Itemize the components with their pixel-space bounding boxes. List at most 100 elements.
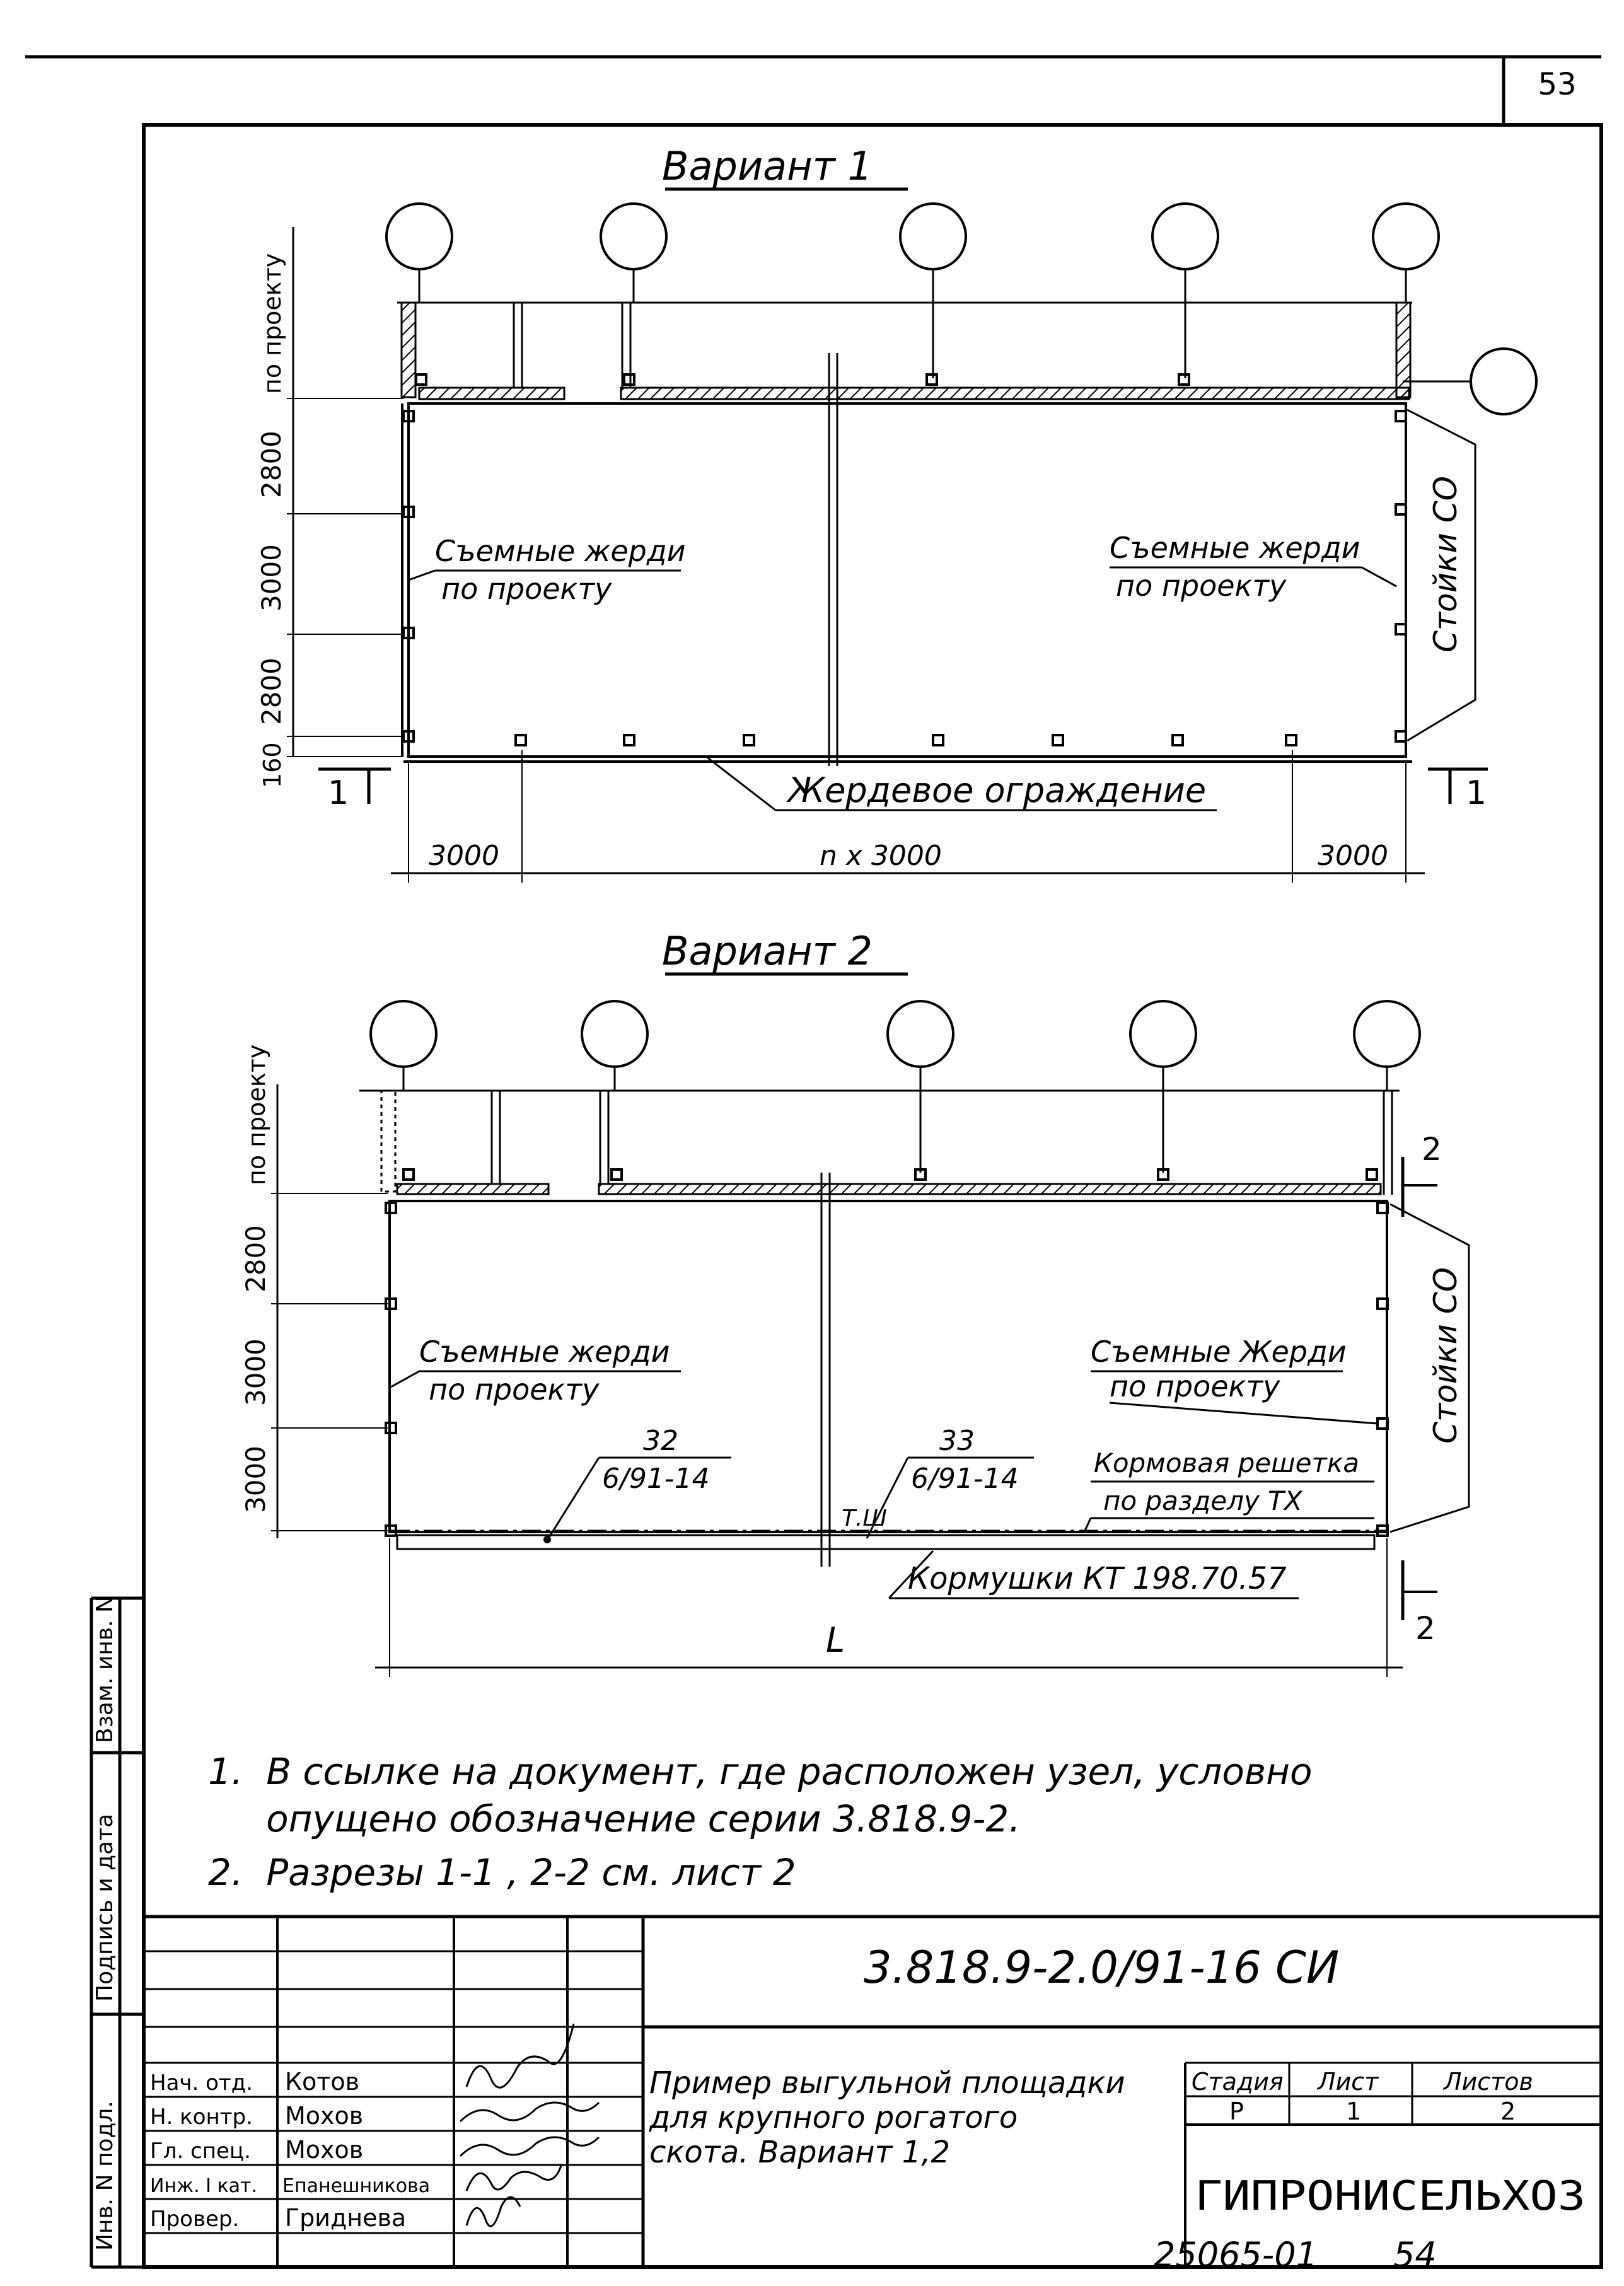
label-posts-co: Стойки СО <box>1427 476 1464 653</box>
dim-2800-b: 2800 <box>256 658 287 725</box>
fence-post <box>402 410 415 422</box>
doc-code: 3.818.9-2.0/91-16 СИ <box>864 1942 1339 1993</box>
fence-post <box>623 373 635 386</box>
fence-post <box>1171 734 1184 746</box>
side-stamp-inv-no: Инв. N подл. <box>92 2101 118 2251</box>
axis-circle <box>369 1000 438 1068</box>
building-wall-hatched <box>598 1183 1382 1195</box>
node-33-number: 33 <box>939 1425 975 1457</box>
leader-line <box>390 1370 420 1388</box>
role-name: Гриднева <box>285 2204 406 2232</box>
role-label: Н. контр. <box>150 2104 253 2130</box>
dim-L: L <box>826 1620 845 1660</box>
role-label: Гл. спец. <box>150 2138 251 2164</box>
fence-post <box>925 373 938 386</box>
label-removable-rails-left-2: по проекту <box>441 572 612 606</box>
fence-post <box>1052 734 1064 746</box>
building-wall-hatched <box>620 386 1410 400</box>
leader-line <box>1083 1517 1092 1533</box>
sheet-description: Пример выгульной площадки <box>649 2065 1125 2101</box>
node-33-leader <box>866 1457 909 1539</box>
title-block: 3.818.9-2.0/91-16 СИ Нач. отд. Котов Н. … <box>144 1915 1601 2267</box>
fence-post <box>1157 1168 1169 1181</box>
dim-3000: 3000 <box>256 544 287 612</box>
dim-bottom-left: 3000 <box>429 840 499 872</box>
page-number: 53 <box>1538 67 1576 102</box>
label-posts-co: Стойки СО <box>1427 1267 1464 1444</box>
axis-circle <box>899 202 967 270</box>
node-32-mark <box>543 1536 551 1543</box>
section-marker-label: 1 <box>328 774 349 812</box>
sheet-description: для крупного рогатого <box>649 2100 1018 2135</box>
fence-post <box>1376 1297 1389 1310</box>
dim-project: по проекту <box>258 253 286 394</box>
paddock-outline <box>388 1200 1388 1533</box>
fence-post <box>514 734 527 746</box>
fence-post <box>402 506 415 518</box>
fence-post <box>623 734 635 746</box>
node-tsh-label: Т.Ш <box>842 1506 887 1531</box>
leader-line <box>1109 1401 1378 1425</box>
note-line: 2. Разрезы 1-1 , 2-2 см. лист 2 <box>208 1851 796 1894</box>
label-fence: Жердевое ограждение <box>786 770 1206 810</box>
feeders-row <box>396 1534 1376 1550</box>
drawing-frame <box>142 123 1603 2269</box>
end-wall-right <box>1395 301 1412 398</box>
label-removable-rails-right: Съемные Жерди <box>1091 1335 1347 1369</box>
role-name: Епанешникова <box>282 2175 430 2197</box>
axis-circle <box>581 1000 649 1068</box>
posts-bracket <box>1406 409 1476 742</box>
axis-circle <box>1353 1000 1421 1068</box>
label-feeders: Кормушки КТ 198.70.57 <box>908 1561 1287 1596</box>
stage-header: Стадия <box>1192 2068 1284 2096</box>
leader-line <box>888 1550 934 1599</box>
role-label: Провер. <box>150 2207 239 2232</box>
building-wall-hatched <box>396 1183 550 1195</box>
side-stamp-replaced-inv: Взам. инв. N <box>92 1596 118 1743</box>
label-removable-rails-left: Съемные жерди <box>419 1335 670 1369</box>
fence-post <box>1395 503 1407 516</box>
node-32-number: 32 <box>643 1425 678 1457</box>
fence-post <box>610 1168 623 1181</box>
signature <box>465 2196 521 2227</box>
fence-post <box>385 1202 397 1214</box>
node-32-leader <box>547 1457 600 1539</box>
node-32-sheet: 6/91-14 <box>602 1463 710 1495</box>
sheet-value: 1 <box>1346 2097 1361 2125</box>
axis-circle <box>385 202 453 270</box>
section-marker-label: 2 <box>1422 1131 1442 1168</box>
axis-circle <box>1470 347 1538 415</box>
signature <box>465 2023 575 2089</box>
footer-code: 25065-01 <box>1154 2235 1318 2275</box>
dim-bottom-mid: n x 3000 <box>820 840 942 872</box>
note-line: опущено обозначение серии 3.818.9-2. <box>208 1797 1021 1840</box>
variant-2-plan: Вариант 2 <box>240 928 1470 1677</box>
dim-2800: 2800 <box>240 1225 271 1292</box>
fence-post <box>1395 623 1407 635</box>
role-label: Нач. отд. <box>150 2070 253 2096</box>
posts-bracket <box>1389 1203 1470 1533</box>
sheet-description: скота. Вариант 1,2 <box>649 2135 950 2170</box>
variant-1-title: Вариант 1 <box>662 143 873 189</box>
axis-circle <box>600 202 668 270</box>
label-removable-rails-left-2: по проекту <box>429 1372 600 1407</box>
label-removable-rails-right-2: по проекту <box>1110 1369 1280 1403</box>
end-wall-left <box>400 301 417 398</box>
fence-post <box>1285 734 1297 746</box>
fence-post <box>1376 1202 1389 1214</box>
fence-post <box>1376 1524 1389 1537</box>
fence-post <box>914 1168 927 1181</box>
role-name: Мохов <box>285 2102 363 2130</box>
role-label: Инж. I кат. <box>150 2175 257 2197</box>
label-removable-rails-right: Съемные жерди <box>1110 531 1360 565</box>
axis-circle <box>1151 202 1219 270</box>
side-stamp-signature-date: Подпись и дата <box>92 1814 118 2002</box>
side-stamp: Инв. N подл. Подпись и дата Взам. инв. N <box>90 1596 144 2269</box>
role-name: Мохов <box>285 2136 363 2164</box>
leader-line <box>705 755 776 811</box>
fence-post <box>1366 1168 1378 1181</box>
fence-posts <box>385 1168 1389 1537</box>
fence-post <box>402 1168 415 1181</box>
signature <box>465 2165 562 2191</box>
